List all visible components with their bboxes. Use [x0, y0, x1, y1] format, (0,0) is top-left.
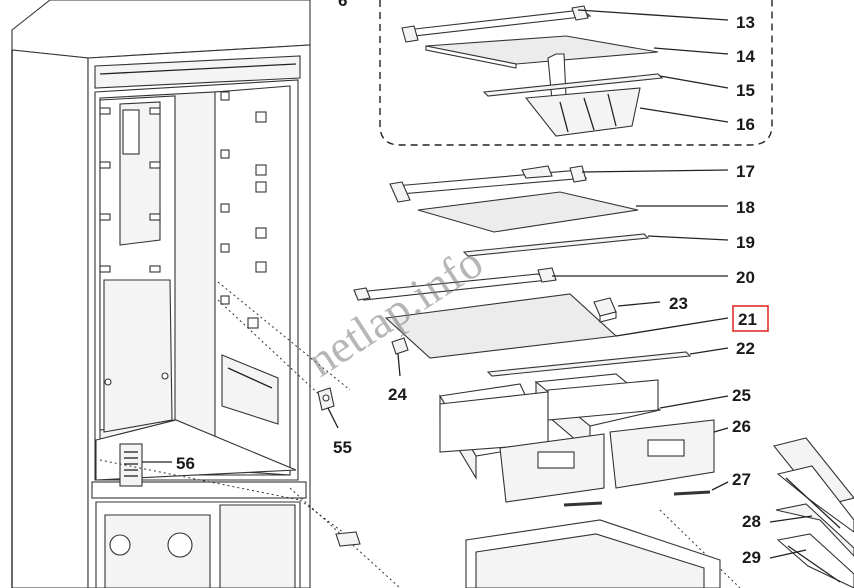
- drawer-strip-27a: [563, 501, 603, 507]
- label-18: 18: [736, 198, 755, 217]
- label-55: 55: [333, 438, 352, 457]
- label-29: 29: [742, 548, 761, 567]
- glass-shelf-18: [417, 191, 639, 233]
- label-24: 24: [388, 385, 407, 404]
- shelf-trim-13: [401, 5, 592, 43]
- drawer-fronts-26: [499, 419, 715, 503]
- shelf-clip-right: [220, 91, 267, 329]
- label-16: 16: [736, 115, 755, 134]
- label-20: 20: [736, 268, 755, 287]
- clip-24: [391, 337, 409, 377]
- bottle-holder-16: [524, 53, 641, 137]
- drawer-strip-27b: [673, 490, 711, 496]
- label-28: 28: [742, 512, 761, 531]
- label-19: 19: [736, 233, 755, 252]
- label-15: 15: [736, 81, 755, 100]
- glass-shelf-14: [425, 35, 659, 65]
- label-25: 25: [732, 386, 751, 405]
- crisper-frame-20: [353, 267, 557, 301]
- highlight-box-21: [732, 305, 769, 332]
- label-27: 27: [732, 470, 751, 489]
- label-23: 23: [669, 294, 688, 313]
- front-strip-22: [486, 351, 692, 377]
- leader-lines: [552, 9, 813, 559]
- shelf-clip-left: [99, 107, 161, 273]
- label-22: 22: [736, 339, 755, 358]
- label-6: 6: [338, 0, 347, 10]
- label-26: 26: [732, 417, 751, 436]
- rack-29: [775, 503, 854, 588]
- label-56: 56: [176, 454, 195, 473]
- part-number-labels: 6 13 14 15 16 17 18 19 20 21 22 23 24 25…: [176, 0, 761, 567]
- front-strip-19: [462, 233, 650, 257]
- filter-part: [119, 443, 172, 487]
- label-17: 17: [736, 162, 755, 181]
- dashed-assembly-group: [379, 0, 773, 146]
- crisper-drawers-25: [439, 373, 662, 480]
- label-13: 13: [736, 13, 755, 32]
- glass-shelf-14-edge: [425, 45, 517, 69]
- freezer-drawer: [465, 519, 721, 588]
- label-14: 14: [736, 47, 755, 66]
- shelf-trim-17: [389, 165, 588, 203]
- leader-dotted: [99, 281, 741, 588]
- front-strip-15: [482, 73, 664, 97]
- hinge-bracket: [335, 531, 361, 547]
- label-21: 21: [738, 310, 757, 329]
- rack-28: [773, 437, 854, 533]
- fridge-cabinet: [11, 0, 311, 588]
- clip-23: [593, 297, 617, 323]
- part-55-bracket: [317, 387, 339, 429]
